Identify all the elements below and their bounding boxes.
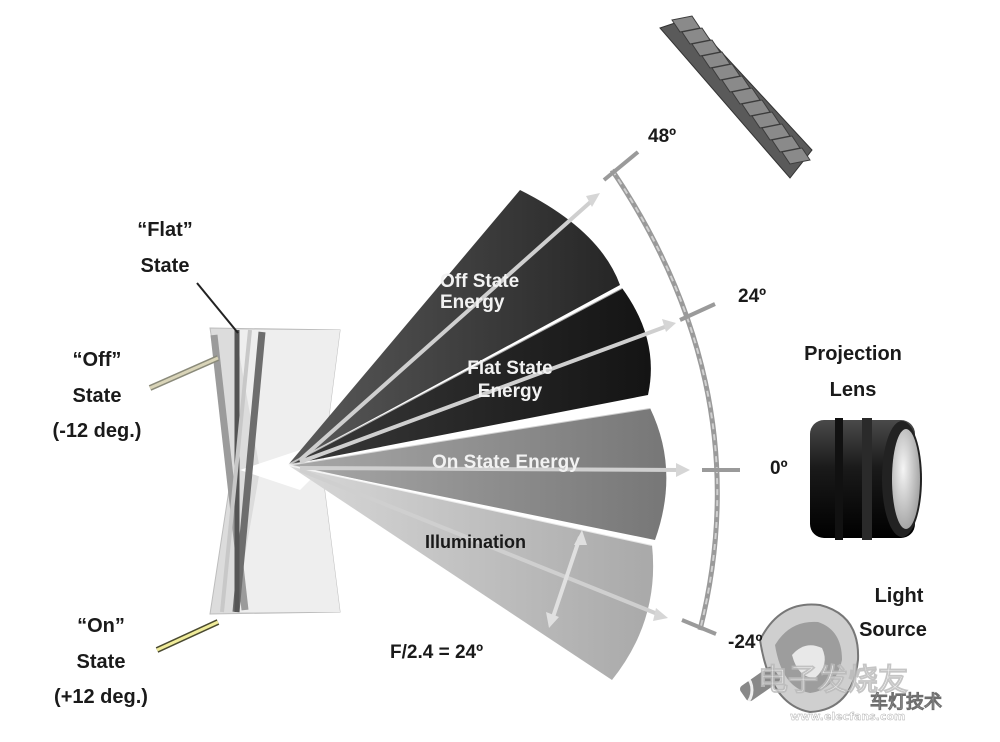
angle-24-label: 24º	[738, 286, 766, 307]
on-energy-label: On State Energy	[432, 452, 580, 473]
ray-arrows	[298, 196, 681, 617]
watermark-line1: 电子发烧友	[758, 663, 908, 698]
illumination-cone	[288, 465, 654, 680]
off-state-label-line3: (-12 deg.)	[53, 420, 142, 442]
flat-energy-label-line1: Flat State	[467, 358, 553, 379]
off-state-label-line2: State	[73, 385, 122, 407]
flat-state-label-line2: State	[141, 255, 190, 277]
flat-leader-line	[196, 282, 239, 334]
projection-lens-image	[810, 418, 922, 540]
watermark-logo-icon	[710, 668, 754, 712]
off-energy-label-line2: Energy	[440, 292, 505, 313]
light-source-label-line1: Light	[875, 585, 924, 607]
illumination-label: Illumination	[425, 532, 526, 552]
off-energy-label-line1: Off State	[440, 271, 519, 292]
on-state-label-line2: State	[77, 651, 126, 673]
on-mirror-line	[232, 331, 266, 613]
projection-lens-label-line2: Lens	[830, 379, 877, 401]
angle-neg24-label: -24º	[728, 632, 762, 653]
light-source-image	[740, 603, 860, 714]
angle-48-label: 48º	[648, 126, 676, 147]
on-state-label-line1: “On”	[77, 615, 125, 637]
f-number-arrow	[550, 536, 582, 621]
on-state-label-line3: (+12 deg.)	[54, 686, 148, 708]
light-source-label-line2: Source	[859, 619, 927, 641]
projection-lens-label-line1: Projection	[804, 343, 902, 365]
on-state-cone	[288, 408, 667, 540]
flat-state-cone	[288, 288, 651, 465]
micromirror-block	[209, 327, 341, 615]
flat-state-label-line1: “Flat”	[137, 219, 193, 241]
off-state-label-line1: “Off”	[73, 349, 122, 371]
watermark-line3: www.elecfans.com	[790, 710, 905, 723]
watermark-line2: 车灯技术	[870, 691, 942, 713]
arrow-heads	[586, 193, 690, 621]
heat-sink-image	[659, 15, 813, 179]
angle-ticks	[602, 150, 740, 636]
flat-energy-label-line2: Energy	[478, 381, 543, 402]
angle-0-label: 0º	[770, 458, 788, 479]
watermark: 电子发烧友 车灯技术 www.elecfans.com	[710, 663, 942, 723]
f-number-label: F/2.4 = 24º	[390, 642, 483, 663]
